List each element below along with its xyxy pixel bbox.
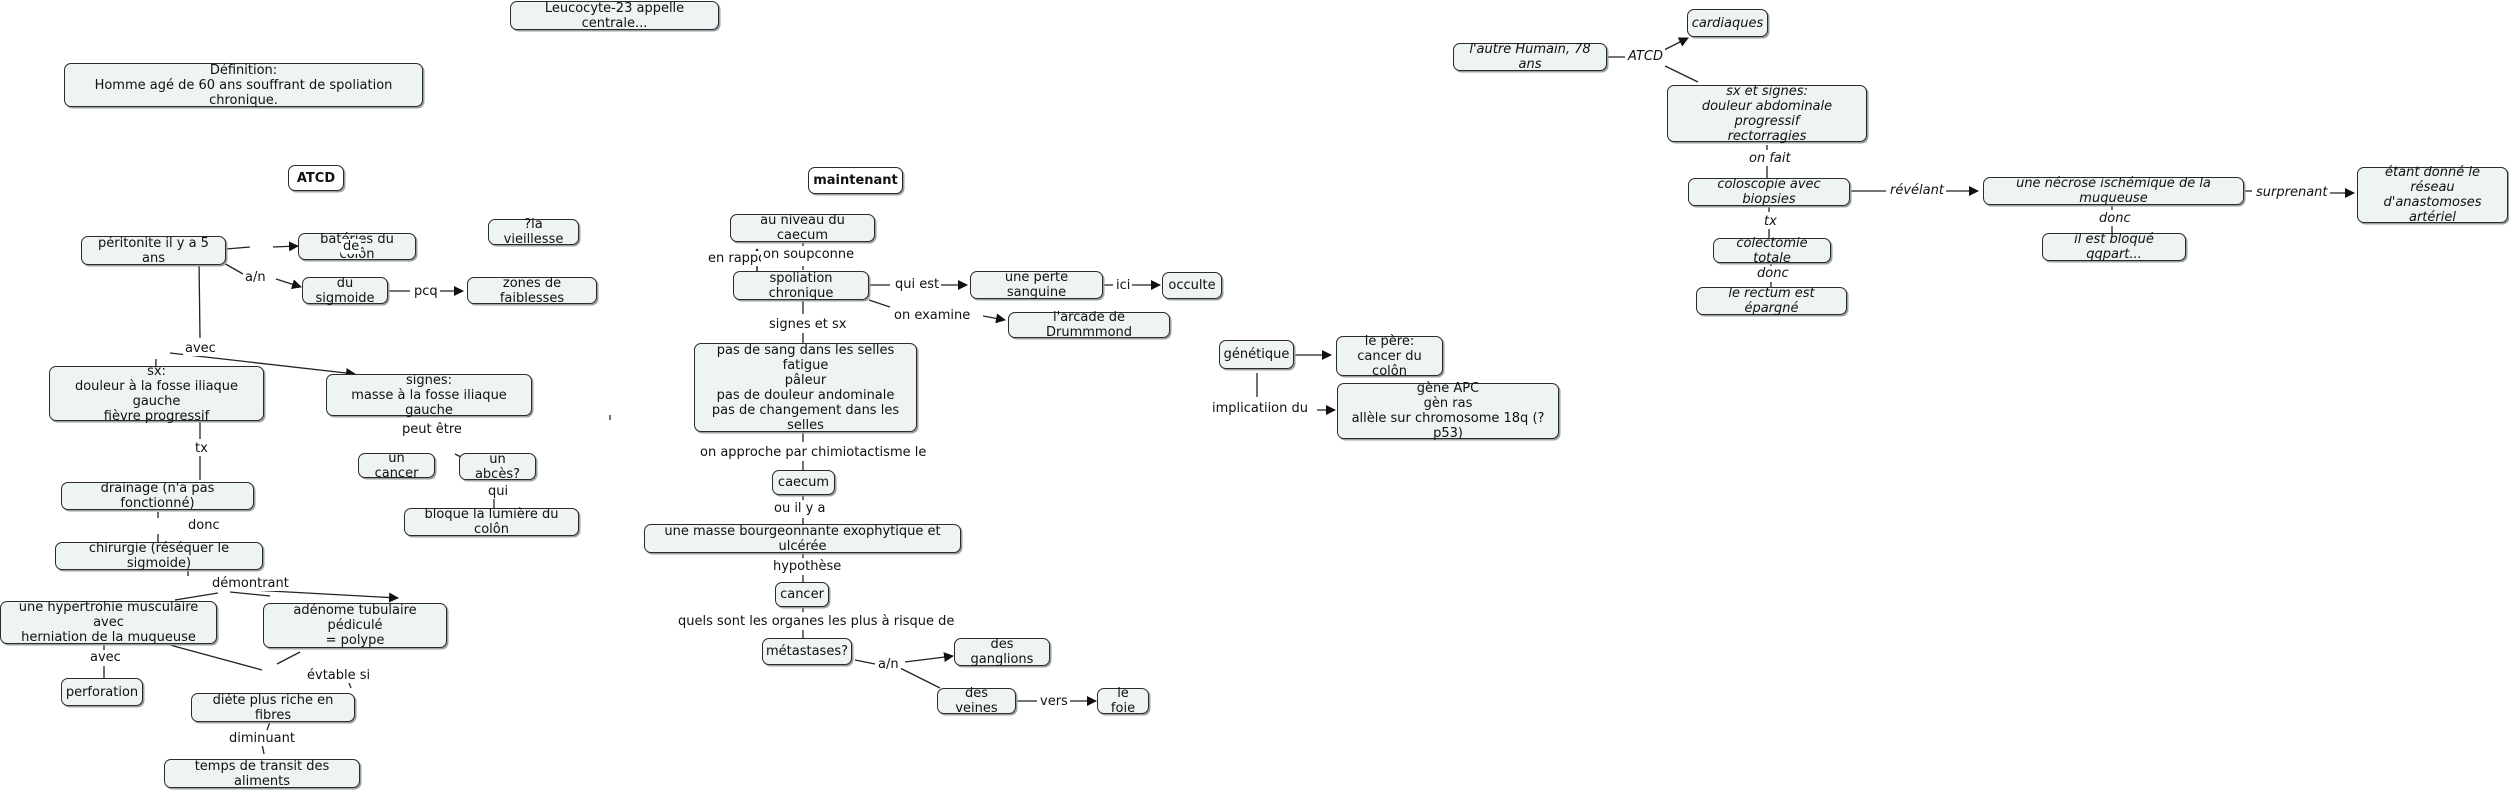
- node-cancer: cancer: [775, 582, 829, 607]
- link-label-evitable: évtable si: [305, 668, 373, 683]
- node-occulte: occulte: [1162, 272, 1222, 299]
- node-vieillesse: ?la vieillesse: [488, 217, 579, 247]
- node-perte: une perte sanguine: [970, 270, 1103, 300]
- link-label-hypothese: hypothèse: [771, 559, 844, 574]
- link-label-atcd: ATCD: [1626, 49, 1665, 64]
- maintenant-heading: maintenant: [808, 167, 903, 194]
- node-abces: un abcès?: [459, 452, 536, 482]
- link-label-on-soupconne: on soupconne: [761, 247, 857, 262]
- node-hypertrophie: une hypertrohie musculaire avec herniati…: [0, 600, 217, 645]
- link-label-on-fait: on fait: [1747, 151, 1793, 166]
- node-chirurgie: chirurgie (réséquer le sigmoide): [55, 541, 263, 571]
- node-transit: temps de transit des aliments: [164, 759, 360, 789]
- node-caecum-niveau: au niveau du caecum: [730, 213, 875, 243]
- node-masse: une masse bourgeonnante exophytique et u…: [644, 524, 961, 554]
- node-colectomie: colectomie totale: [1713, 236, 1831, 266]
- node-drummond: l'arcade de Drummmond: [1008, 310, 1170, 340]
- node-bloque-lumiere: bloque la lumière du colôn: [404, 507, 579, 537]
- node-cardiaques: cardiaques: [1687, 9, 1768, 37]
- node-sx-signes: sx et signes: douleur abdominale progres…: [1667, 84, 1867, 144]
- node-genes: gène APC gèn ras allèle sur chromosome 1…: [1337, 381, 1559, 441]
- link-label-ici: ici: [1114, 278, 1133, 293]
- node-pas-de-sang: pas de sang dans les selles fatigue pâle…: [694, 343, 917, 433]
- node-perforation: perforation: [61, 678, 143, 706]
- node-genetique: génétique: [1219, 340, 1294, 369]
- node-sigmoide: du sigmoide: [302, 276, 388, 306]
- link-label-peut-etre: peut être: [400, 422, 464, 437]
- link-label-pcq: pcq: [412, 284, 440, 299]
- node-ganglions: des ganglions: [954, 637, 1050, 667]
- node-faiblesses: zones de faiblesses: [467, 276, 597, 306]
- node-diete: diéte plus riche en fibres: [191, 693, 355, 723]
- link-label-quels: quels sont les organes les plus à risque…: [676, 614, 957, 629]
- node-etant-donne: étant donné le réseau d'anastomoses arté…: [2357, 165, 2508, 225]
- link-label-revelant: révélant: [1888, 183, 1946, 198]
- node-drainage: drainage (n'a pas fonctionné): [61, 481, 254, 511]
- node-pere: le père: cancer du colôn: [1336, 334, 1443, 379]
- node-coloscopie: coloscopie avec biopsies: [1688, 177, 1850, 207]
- link-label-diminuant: diminuant: [227, 731, 297, 746]
- atcd-heading: ATCD: [288, 165, 344, 191]
- node-rectum: le rectum est épargné: [1696, 286, 1847, 316]
- link-label-avec: avec: [183, 341, 218, 356]
- link-label-avec-2: avec: [88, 650, 123, 665]
- node-bloque-qqpart: il est bloqué qqpart...: [2042, 232, 2186, 262]
- node-spoliation: spoliation chronique: [733, 271, 869, 301]
- link-label-signes-sx: signes et sx: [767, 317, 849, 332]
- title-node: Leucocyte-23 appelle centrale...: [510, 1, 719, 31]
- link-label-demontrant: démontrant: [210, 576, 291, 591]
- node-foie: le foie: [1097, 686, 1149, 716]
- link-label-donc-2: donc: [2097, 211, 2133, 226]
- link-label-approche: on approche par chimiotactisme le: [698, 445, 929, 460]
- definition-node: Définition: Homme agé de 60 ans souffran…: [64, 63, 423, 108]
- node-sx: sx: douleur à la fosse iliaque gauche fi…: [49, 364, 264, 424]
- link-label-ou-il-y-a: ou il y a: [772, 501, 828, 516]
- link-label-tx: tx: [193, 441, 210, 456]
- node-caecum: caecum: [772, 470, 835, 495]
- link-label-tx-2: tx: [1762, 214, 1779, 229]
- link-label-implication: implicatiion du: [1210, 401, 1311, 416]
- link-label-surprenant: surprenant: [2254, 185, 2330, 200]
- node-un-cancer: un cancer: [358, 451, 435, 481]
- node-necrose: une nécrose ischémique de la muqueuse: [1983, 176, 2244, 206]
- link-label-donc: donc: [186, 518, 222, 533]
- node-peritonite: péritonite il y a 5 ans: [81, 236, 226, 266]
- link-label-donc-3: donc: [1755, 266, 1791, 281]
- link-label-de: de: [341, 239, 362, 254]
- link-label-on-examine: on examine: [892, 308, 973, 323]
- link-label-an-2: a/n: [876, 657, 901, 672]
- link-label-an: a/n: [243, 270, 268, 285]
- link-label-qui-est: qui est: [893, 277, 942, 292]
- node-humain: l'autre Humain, 78 ans: [1453, 42, 1607, 72]
- node-veines: des veines: [937, 686, 1016, 716]
- node-metastases: métastases?: [762, 638, 852, 665]
- node-signes: signes: masse à la fosse iliaque gauche: [326, 373, 532, 418]
- link-label-vers: vers: [1038, 694, 1070, 709]
- node-adenome: adénome tubulaire pédiculé = polype: [263, 603, 447, 648]
- link-label-qui: qui: [486, 484, 511, 499]
